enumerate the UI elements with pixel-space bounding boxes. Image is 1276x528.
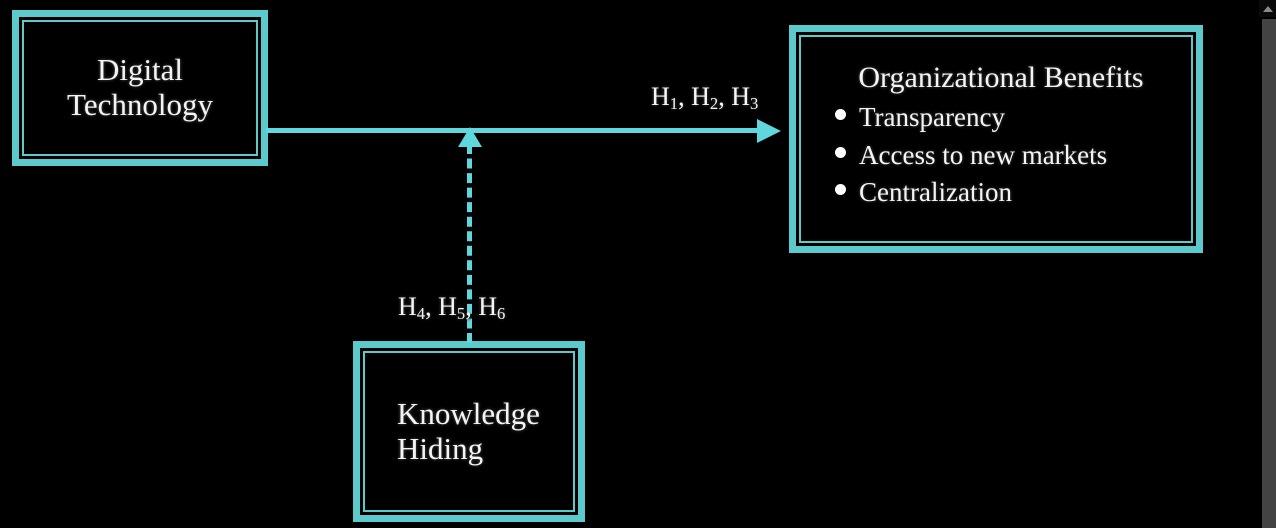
hyp-h1-sub: 1	[669, 94, 679, 113]
hyp-h2-sub: 2	[709, 94, 719, 113]
node-knowledge-hiding[interactable]: Knowledge Hiding	[353, 341, 585, 522]
benefit-label: Transparency	[859, 102, 1005, 133]
bullet-icon	[835, 183, 846, 195]
scrollbar-thumb[interactable]	[1262, 19, 1276, 528]
hyp-sep-4: ,	[465, 292, 479, 321]
hyp-h5-sub: 5	[456, 304, 466, 323]
node-organizational-benefits-inner: Organizational Benefits Transparency Acc…	[799, 35, 1193, 243]
hyp-h2-base: H	[691, 82, 710, 111]
scrollbar-up-button[interactable]	[1259, 0, 1276, 17]
hyp-h6-sub: 6	[496, 304, 506, 323]
bullet-icon	[835, 146, 846, 158]
hyp-sep-3: ,	[425, 292, 439, 321]
arrow-right-icon	[757, 119, 781, 143]
organizational-benefits-list: Transparency Access to new markets Centr…	[815, 100, 1177, 213]
arrow-up-icon	[458, 127, 482, 147]
edge-digital-technology-to-organizational-benefits-line	[266, 128, 759, 133]
hyp-h4-base: H	[398, 292, 417, 321]
node-digital-technology-text: Digital Technology	[67, 53, 213, 122]
edge-label-hypotheses-main: H1, H2, H3	[651, 82, 759, 113]
node-knowledge-hiding-text: Knowledge Hiding	[397, 395, 540, 466]
hyp-h3-base: H	[731, 82, 750, 111]
edge-label-hypotheses-moderator: H4, H5, H6	[398, 292, 506, 323]
node-knowledge-hiding-line2: Hiding	[397, 430, 484, 466]
node-digital-technology-inner: Digital Technology	[22, 20, 258, 156]
list-item: Centralization	[835, 176, 1177, 208]
list-item: Transparency	[835, 101, 1177, 133]
scroll-up-arrow-icon	[1262, 5, 1273, 12]
hyp-h4-sub: 4	[416, 304, 426, 323]
hyp-h1-base: H	[651, 82, 670, 111]
node-organizational-benefits-title: Organizational Benefits	[858, 60, 1144, 94]
benefit-label: Centralization	[859, 176, 1012, 207]
hyp-sep-2: ,	[718, 82, 732, 111]
node-digital-technology-line2: Technology	[67, 87, 213, 122]
hyp-sep-1: ,	[678, 82, 692, 111]
node-knowledge-hiding-inner: Knowledge Hiding	[363, 351, 575, 512]
bullet-icon	[835, 109, 846, 121]
node-organizational-benefits[interactable]: Organizational Benefits Transparency Acc…	[789, 25, 1203, 253]
edge-knowledge-hiding-moderation-line	[467, 144, 472, 343]
node-knowledge-hiding-line1: Knowledge	[397, 395, 540, 431]
benefit-label: Access to new markets	[859, 139, 1108, 170]
node-digital-technology[interactable]: Digital Technology	[12, 10, 268, 166]
hyp-h3-sub: 3	[749, 94, 759, 113]
node-digital-technology-line1: Digital	[96, 52, 184, 88]
hyp-h5-base: H	[438, 292, 457, 321]
vertical-scrollbar[interactable]	[1259, 0, 1276, 528]
hyp-h6-base: H	[478, 292, 497, 321]
list-item: Access to new markets	[835, 139, 1177, 171]
